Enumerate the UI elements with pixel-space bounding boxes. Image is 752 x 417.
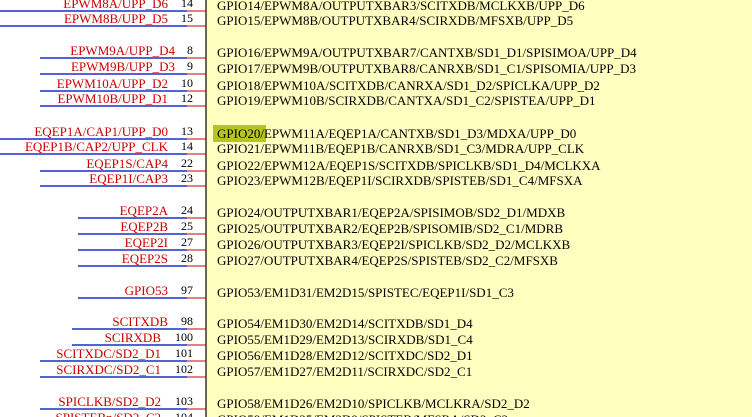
net-label: SCIRXDC/SD2_C1 <box>56 362 161 377</box>
net-label: SCITXDB <box>112 314 168 329</box>
net-label: EPWM9B/UPP_D3 <box>71 59 175 74</box>
pin-number: 103 <box>175 394 193 408</box>
pin-name: GPIO24/OUTPUTXBAR1/EQEP2A/SPISIMOB/SD2_D… <box>217 205 565 220</box>
pin-number: 27 <box>181 235 193 249</box>
pin-number: 22 <box>181 156 193 170</box>
pin-number: 12 <box>181 91 193 105</box>
pin-number: 98 <box>181 314 193 328</box>
pin-name: GPIO16/EPWM9A/OUTPUTXBAR7/CANTXB/SD1_D1/… <box>217 45 637 60</box>
pin-number: 15 <box>181 11 193 25</box>
pin-name: GPIO23/EPWM12B/EQEP1I/SCIRXDB/SPISTEB/SD… <box>217 173 583 188</box>
net-label: EQEP2S <box>122 251 168 266</box>
pin-name: GPIO55/EM1D29/EM2D13/SCIRXDB/SD1_C4 <box>217 332 473 347</box>
chip-body <box>205 0 752 417</box>
net-label: GPIO53 <box>125 283 168 298</box>
pin-name: GPIO15/EPWM8B/OUTPUTXBAR4/SCIRXDB/MFSXB/… <box>217 13 573 28</box>
pin-name: GPIO21/EPWM11B/EQEP1B/CANRXB/SD1_C3/MDRA… <box>217 141 585 156</box>
pin-name: GPIO58/EM1D26/EM2D10/SPICLKB/MCLKRA/SD2_… <box>217 396 530 411</box>
net-label: EQEP1B/CAP2/UPP_CLK <box>25 139 169 154</box>
pin-name: GPIO18/EPWM10A/SCITXDB/CANRXA/SD1_D2/SPI… <box>217 78 600 93</box>
net-label: EQEP2B <box>120 219 168 234</box>
net-label: EPWM8A/UPP_D6 <box>63 0 168 11</box>
net-label: SPICLKB/SD2_D2 <box>58 394 161 409</box>
net-label: EPWM10B/UPP_D1 <box>57 91 168 106</box>
pin-number: 100 <box>175 330 193 344</box>
pin-rows: EPWM8A/UPP_D6 14 GPIO14/EPWM8A/OUTPUTXBAR3… <box>0 0 637 417</box>
pin-number: 25 <box>181 219 193 233</box>
pin-name: GPIO14/EPWM8A/OUTPUTXBAR3/SCITXDB/MCLKXB… <box>217 0 585 13</box>
net-label: EPWM9A/UPP_D4 <box>70 43 175 58</box>
net-label: SPISTEBn/SD2_C2 <box>56 410 161 417</box>
pin-number: 104 <box>175 410 193 417</box>
pin-number: 10 <box>181 76 193 90</box>
pin-number: 97 <box>181 283 193 297</box>
pin-number: 13 <box>181 124 193 138</box>
pin-name: GPIO25/OUTPUTXBAR2/EQEP2B/SPISOMIB/SD2_C… <box>217 221 563 236</box>
net-label: EPWM10A/UPP_D2 <box>57 76 168 91</box>
pin-name: GPIO56/EM1D28/EM2D12/SCITXDC/SD2_D1 <box>217 348 473 363</box>
pin-name: GPIO22/EPWM12A/EQEP1S/SCITXDB/SPICLKB/SD… <box>217 158 601 173</box>
pin-name: GPIO59/EM1D25/EM2D9/SPISTEB/MFSRA/SD2_C2 <box>217 412 508 417</box>
pin-number: 28 <box>181 251 193 265</box>
net-label: SCITXDC/SD2_D1 <box>56 346 161 361</box>
pin-number: 102 <box>175 362 193 376</box>
pin-number: 24 <box>181 203 193 217</box>
pin-number: 23 <box>181 171 193 185</box>
pin-number: 14 <box>181 0 193 10</box>
net-label: EPWM8B/UPP_D5 <box>64 11 168 26</box>
pin-name: GPIO26/OUTPUTXBAR3/EQEP2I/SPICLKB/SD2_D2… <box>217 237 571 252</box>
net-label: EQEP2I <box>125 235 168 250</box>
pin-name: GPIO17/EPWM9B/OUTPUTXBAR8/CANRXB/SD1_C1/… <box>217 61 636 76</box>
pin-number: 101 <box>175 346 193 360</box>
pin-number: 8 <box>187 43 193 57</box>
pin-name-highlighted: GPIO20 <box>217 126 260 141</box>
pin-highlight <box>213 125 266 142</box>
pin-name: GPIO27/OUTPUTXBAR4/EQEP2S/SPISTEB/SD2_C2… <box>217 253 558 268</box>
pin-name: GPIO20/EPWM11A/EQEP1A/CANTXB/SD1_D3/MDXA… <box>217 126 576 141</box>
net-label: SCIRXDB <box>105 330 162 345</box>
pin-name: GPIO57/EM1D27/EM2D11/SCIRXDC/SD2_C1 <box>217 364 472 379</box>
net-label: EQEP2A <box>120 203 169 218</box>
net-label: EQEP1S/CAP4 <box>86 156 168 171</box>
net-label: EQEP1A/CAP1/UPP_D0 <box>34 124 168 139</box>
pin-number: 9 <box>187 59 193 73</box>
pin-number: 14 <box>181 139 193 153</box>
pin-name: GPIO53/EM1D31/EM2D15/SPISTEC/EQEP1I/SD1_… <box>217 285 514 300</box>
pin-name: GPIO19/EPWM10B/SCIRXDB/CANTXA/SD1_C2/SPI… <box>217 93 596 108</box>
net-label: EQEP1I/CAP3 <box>89 171 168 186</box>
pin-name: GPIO54/EM1D30/EM2D14/SCITXDB/SD1_D4 <box>217 316 473 331</box>
